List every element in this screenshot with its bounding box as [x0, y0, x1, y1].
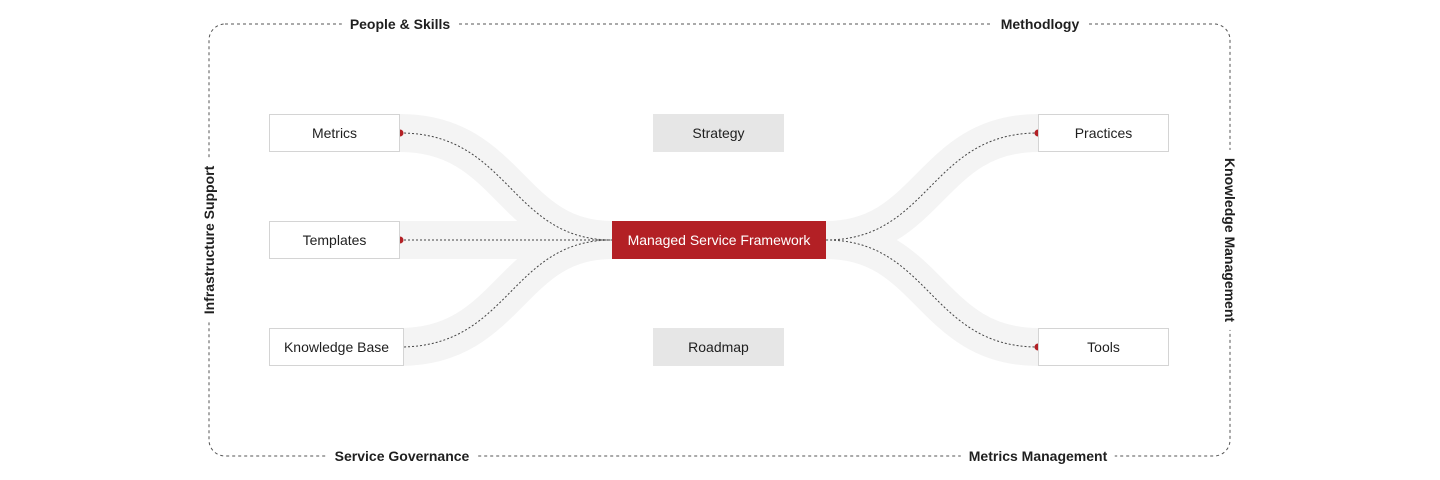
node-roadmap: Roadmap	[653, 328, 784, 366]
frame-label-top-left: People & Skills	[341, 15, 459, 33]
node-metrics: Metrics	[269, 114, 400, 152]
frame-label-bottom-left: Service Governance	[326, 447, 478, 465]
connector-metrics	[399, 132, 613, 241]
frame-label-left: Infrastructure Support	[200, 157, 218, 323]
node-practices: Practices	[1038, 114, 1169, 152]
ribbon-practices	[825, 114, 1039, 259]
node-center-framework: Managed Service Framework	[612, 221, 826, 259]
connector-knowledge-base	[399, 239, 613, 348]
node-knowledge-base: Knowledge Base	[269, 328, 404, 366]
frame-label-bottom-right: Metrics Management	[960, 447, 1116, 465]
frame-label-top-right: Methodlogy	[992, 15, 1088, 33]
node-templates: Templates	[269, 221, 400, 259]
connector-practices	[825, 132, 1039, 241]
ribbon-tools	[825, 221, 1039, 366]
connectors	[399, 132, 1039, 348]
node-strategy: Strategy	[653, 114, 784, 152]
connector-tools	[825, 239, 1039, 348]
frame-label-right: Knowledge Management	[1221, 149, 1239, 331]
node-tools: Tools	[1038, 328, 1169, 366]
